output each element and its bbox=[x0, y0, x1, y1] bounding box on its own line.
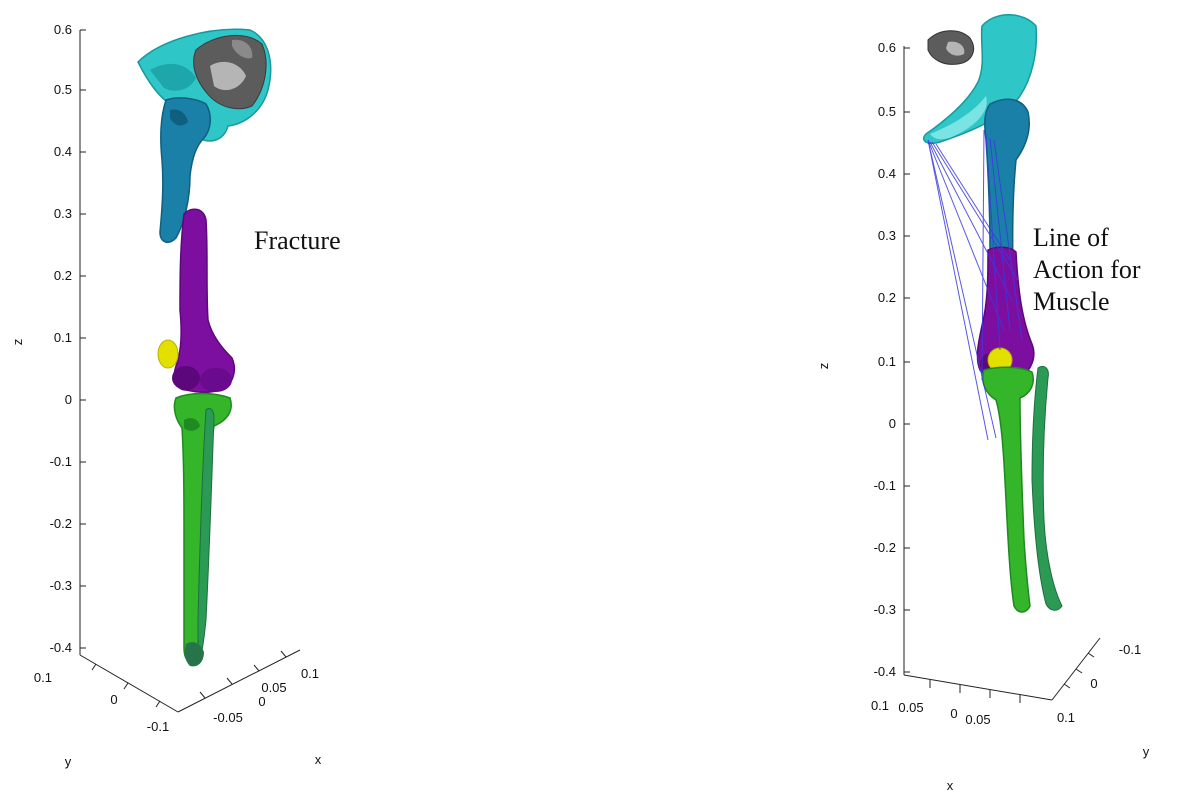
left-z-tick-label: 0.2 bbox=[54, 268, 72, 283]
right-y-tick-label: -0.1 bbox=[1119, 642, 1141, 657]
right-z-tick-label: -0.2 bbox=[874, 540, 896, 555]
right-z-axis bbox=[903, 46, 1101, 703]
left-pelvis bbox=[137, 28, 272, 142]
right-z-tick-label: 0.6 bbox=[878, 40, 896, 55]
left-y-axis-label: y bbox=[65, 754, 72, 769]
left-x-tick-label: 0 bbox=[258, 694, 265, 709]
left-z-tick-label: 0 bbox=[65, 392, 72, 407]
annotation-line-3: Muscle bbox=[1033, 287, 1110, 316]
left-z-tick-label: -0.4 bbox=[50, 640, 72, 655]
left-z-tick-label: -0.3 bbox=[50, 578, 72, 593]
right-z-tick-label: 0.4 bbox=[878, 166, 896, 181]
right-x-tick-label: 0 bbox=[950, 706, 957, 721]
left-z-tick-label: 0.6 bbox=[54, 22, 72, 37]
left-y-tick-label: 0 bbox=[110, 692, 117, 707]
right-z-tick-label: 0.3 bbox=[878, 228, 896, 243]
right-z-tick-label: 0.5 bbox=[878, 104, 896, 119]
right-pelvis bbox=[922, 14, 1038, 145]
right-z-tick-label: 0.1 bbox=[878, 354, 896, 369]
right-y-tick-label: 0.1 bbox=[1057, 710, 1075, 725]
left-x-tick-label: -0.05 bbox=[213, 710, 243, 725]
right-x-axis-label: x bbox=[947, 778, 954, 793]
left-z-axis-label: z bbox=[10, 339, 25, 346]
left-z-tick-label: -0.2 bbox=[50, 516, 72, 531]
left-foot bbox=[184, 642, 204, 667]
left-fibula bbox=[197, 407, 215, 662]
muscle-line-annotation: Line of Action for Muscle bbox=[1033, 222, 1141, 318]
right-x-tick-label: 0.05 bbox=[898, 700, 923, 715]
annotation-line-1: Line of bbox=[1033, 223, 1109, 252]
right-fibula bbox=[1031, 365, 1063, 611]
right-z-tick-label: -0.4 bbox=[874, 664, 896, 679]
left-z-tick-label: 0.5 bbox=[54, 82, 72, 97]
left-patella bbox=[157, 339, 179, 369]
left-z-axis bbox=[79, 29, 301, 713]
left-z-tick-label: -0.1 bbox=[50, 454, 72, 469]
right-z-tick-label: -0.1 bbox=[874, 478, 896, 493]
right-muscle-lines bbox=[927, 129, 1023, 441]
right-z-tick-label: -0.3 bbox=[874, 602, 896, 617]
annotation-line-2: Action for bbox=[1033, 255, 1141, 284]
right-y-axis-label: y bbox=[1143, 744, 1150, 759]
left-x-tick-label: 0.1 bbox=[301, 666, 319, 681]
left-femur-lower bbox=[172, 208, 236, 394]
right-femur bbox=[976, 98, 1035, 382]
fracture-annotation: Fracture bbox=[254, 226, 341, 255]
right-z-tick-label: 0.2 bbox=[878, 290, 896, 305]
left-y-tick-label: -0.1 bbox=[147, 719, 169, 734]
left-y-tick-label: 0.1 bbox=[34, 670, 52, 685]
left-z-tick-label: 0.4 bbox=[54, 144, 72, 159]
right-z-axis-label: z bbox=[816, 363, 831, 370]
right-tibia bbox=[982, 366, 1034, 613]
left-x-tick-label: 0.05 bbox=[261, 680, 286, 695]
left-bone-plot: 0.6 0.5 0.4 0.3 0.2 0.1 0 -0.1 -0.2 -0.3… bbox=[10, 22, 341, 769]
right-z-tick-label: 0 bbox=[889, 416, 896, 431]
left-z-tick-label: 0.1 bbox=[54, 330, 72, 345]
left-z-tick-label: 0.3 bbox=[54, 206, 72, 221]
right-y-tick-label: 0 bbox=[1090, 676, 1097, 691]
left-x-axis-label: x bbox=[315, 752, 322, 767]
right-x-tick-label: 0.05 bbox=[965, 712, 990, 727]
right-bone-plot: 0.6 0.5 0.4 0.3 0.2 0.1 0 -0.1 -0.2 -0.3… bbox=[816, 14, 1150, 793]
right-x-tick-label: 0.1 bbox=[871, 698, 889, 713]
